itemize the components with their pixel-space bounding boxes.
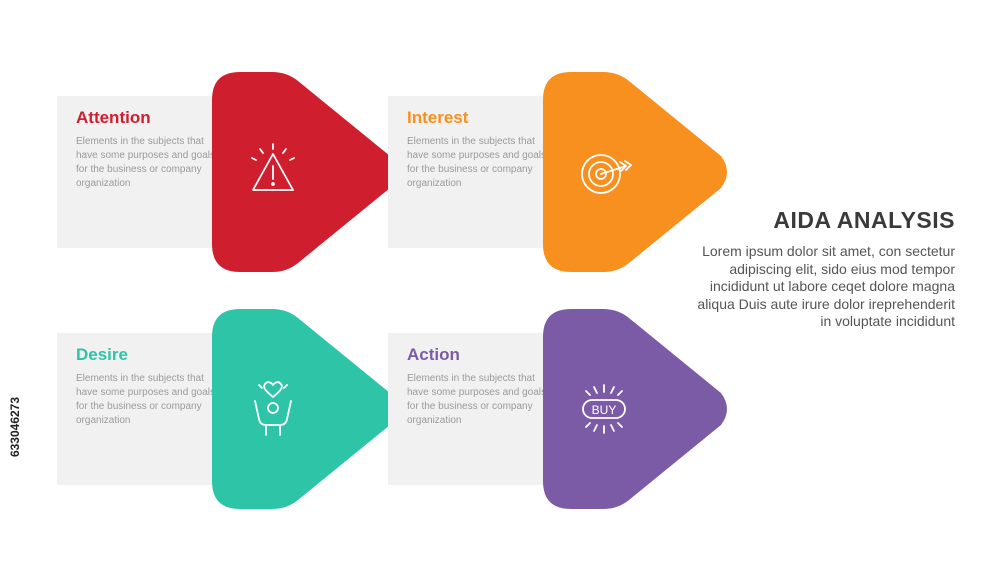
buy-button-icon: BUY [582,384,626,434]
stock-id: 633046273 [6,327,24,527]
step-title: Action [407,345,460,364]
step-card [57,96,237,248]
heart-hands-icon [254,381,292,436]
warning-icon [251,143,295,191]
step-desire: Desire Elements in the subjects that hav… [57,309,697,509]
section-body: Lorem ipsum dolor sit amet, con sectetur… [697,243,955,329]
step-description: Elements in the subjects that have some … [76,136,215,189]
step-description: Elements in the subjects that have some … [407,373,546,426]
step-title: Desire [76,345,128,364]
step-action: Action Elements in the subjects that hav… [388,309,1000,509]
step-card [388,333,568,485]
step-card [57,333,237,485]
arrow-triangle [543,309,727,509]
step-description: Elements in the subjects that have some … [76,373,215,426]
arrow-triangle [543,72,727,272]
step-card [388,96,568,248]
step-attention: Attention Elements in the subjects that … [57,72,697,272]
step-title: Attention [76,108,151,127]
stock-id-text: 633046273 [8,396,22,458]
step-interest: Interest Elements in the subjects that h… [388,72,1000,272]
step-title: Interest [407,108,469,127]
target-icon [581,154,632,194]
svg-text:BUY: BUY [592,403,617,417]
arrow-triangle [212,309,396,509]
section-title: AIDA ANALYSIS [773,207,955,233]
arrow-triangle [212,72,396,272]
step-description: Elements in the subjects that have some … [407,136,546,189]
